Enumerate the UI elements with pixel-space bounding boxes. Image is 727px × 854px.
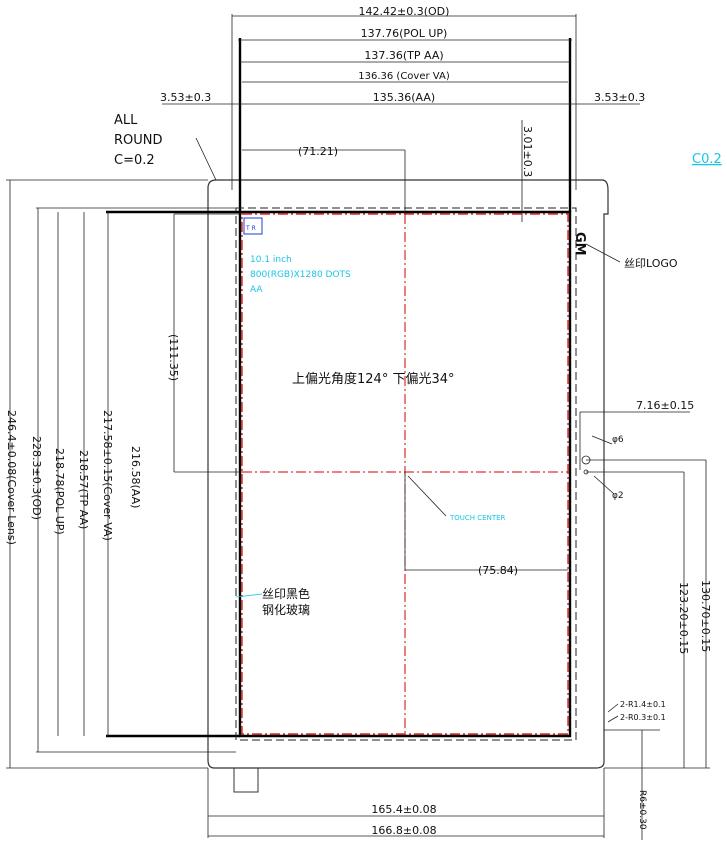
leader-lines — [195, 137, 621, 723]
spec-line-2: 800(RGB)X1280 DOTS — [250, 270, 351, 280]
top-dimension-lines — [162, 14, 640, 222]
dim-left-pol: 218.78(POL UP) — [53, 448, 66, 535]
tag-box — [243, 217, 263, 235]
viewing-angle-note: 上偏光角度124° 下偏光34° — [292, 371, 455, 387]
dim-left-cover-va: 217.58±0.15(Cover VA) — [101, 410, 114, 541]
hole-small — [583, 469, 589, 475]
dim-right-partial: 123.20±0.15 — [677, 582, 690, 654]
dim-bottom-1: 165.4±0.08 — [371, 803, 436, 816]
dim-top-tpaa: 137.36(TP AA) — [364, 49, 443, 62]
dim-center-left: (71.21) — [298, 145, 338, 158]
dim-margin-left: 3.53±0.3 — [160, 91, 211, 104]
touch-center-label: TOUCH CENTER — [449, 514, 506, 522]
dim-right-r2: 2-R0.3±0.1 — [620, 713, 666, 722]
dim-top-pol: 137.76(POL UP) — [361, 27, 448, 40]
note-round-2: ROUND — [114, 133, 163, 148]
dim-left-center: (111.35) — [167, 334, 180, 381]
dim-right-r1: 2-R1.4±0.1 — [620, 700, 666, 709]
dim-left-cover-lens: 246.4±0.08(Cover Lens) — [5, 410, 18, 545]
spec-line-1: 10.1 inch — [250, 255, 292, 265]
dim-bottom-2: 166.8±0.08 — [371, 824, 436, 837]
note-round-3: C=0.2 — [114, 153, 155, 168]
dim-right-offset: 7.16±0.15 — [636, 399, 694, 412]
dim-right-total: 130.70±0.15 — [699, 580, 712, 652]
ink-note-1: 丝印黑色 — [262, 587, 310, 601]
dim-margin-right: 3.53±0.3 — [594, 91, 645, 104]
dim-vertical-gap: 3.01±0.3 — [521, 126, 534, 177]
dim-top-od: 142.42±0.3(OD) — [359, 5, 450, 18]
dim-right-phi-small: φ2 — [612, 491, 624, 501]
bottom-tab — [233, 767, 259, 793]
dim-left-tpaa: 218.57(TP AA) — [77, 450, 90, 529]
left-dimension-lines — [6, 179, 242, 769]
bottom-dimension-lines — [207, 472, 605, 838]
dim-right-r6: R6±0.30 — [637, 790, 647, 830]
ink-note-2: 钢化玻璃 — [262, 603, 310, 617]
od-frame — [106, 38, 572, 738]
dim-left-od: 228.3±0.3(OD) — [30, 436, 43, 520]
dim-top-aa: 135.36(AA) — [373, 91, 435, 104]
note-corner: C0.2 — [692, 152, 722, 167]
hole-large — [581, 455, 591, 465]
right-dimension-lines — [579, 411, 710, 840]
cover-va-dashed — [235, 207, 577, 741]
note-round-1: ALL — [114, 113, 138, 128]
dim-top-cover-va: 136.36 (Cover VA) — [358, 71, 450, 82]
logo-label: 丝印LOGO — [624, 257, 678, 270]
ink-leader — [235, 593, 263, 598]
dim-center-right: (75.84) — [478, 564, 518, 577]
logo-mark: GM — [572, 232, 587, 256]
dim-right-phi-big: φ6 — [612, 435, 624, 445]
spec-line-3: AA — [250, 285, 263, 295]
tag-text: T R — [245, 225, 256, 232]
dim-left-aa: 216.58(AA) — [129, 446, 142, 508]
cover-lens-outline — [207, 179, 609, 769]
